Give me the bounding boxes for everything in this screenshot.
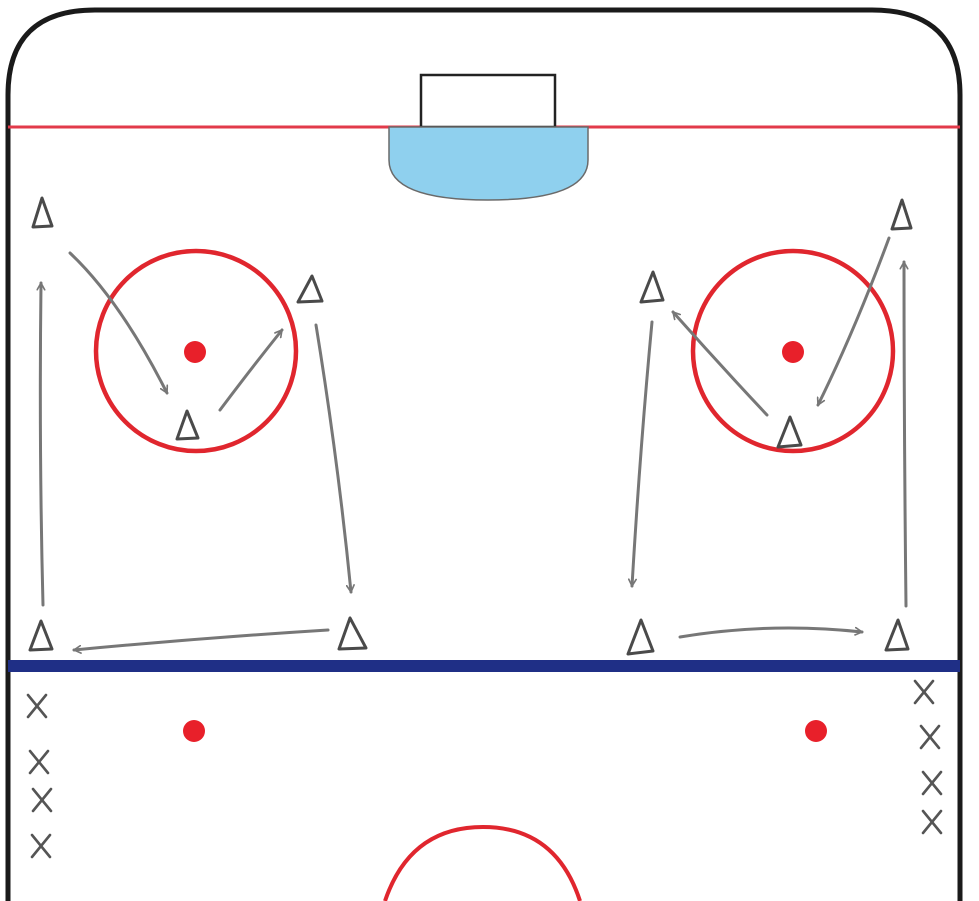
arrow-icon — [314, 323, 351, 592]
player-x-icon — [30, 833, 52, 859]
arrow-icon — [816, 236, 891, 405]
arrow-icon — [40, 283, 43, 607]
players-left — [26, 693, 53, 859]
faceoff-dot-right — [782, 341, 804, 363]
player-x-icon — [31, 787, 53, 813]
cone-icon — [626, 618, 655, 656]
goal-crease — [388, 126, 589, 201]
neutral-dot-right — [805, 720, 827, 742]
faceoff-circle-right — [690, 248, 896, 454]
cone-icon — [884, 618, 910, 652]
cone-icon — [639, 270, 665, 304]
player-x-icon — [921, 809, 943, 835]
player-x-icon — [913, 679, 935, 705]
cone-icon — [28, 619, 54, 652]
blue-line — [8, 660, 960, 672]
arrow-icon — [68, 251, 169, 393]
arrow-icon — [671, 310, 769, 417]
goal-net — [419, 73, 557, 129]
arrow-icon — [632, 320, 654, 586]
cone-icon — [890, 198, 913, 231]
center-circle — [383, 824, 582, 901]
arrow-icon — [678, 626, 862, 639]
cone-icon — [31, 196, 54, 229]
arrow-icon — [74, 628, 330, 650]
cone-icon — [337, 616, 368, 651]
player-x-icon — [919, 724, 941, 750]
players-right — [913, 679, 943, 835]
cone-icon — [296, 274, 324, 304]
neutral-dot-left — [183, 720, 205, 742]
arrow-icon — [904, 262, 906, 608]
rink-boards — [5, 7, 963, 901]
cone-icon — [776, 415, 803, 449]
cones — [28, 196, 913, 656]
faceoff-dot-left — [184, 341, 206, 363]
cone-icon — [175, 409, 200, 441]
arrow-icon — [218, 328, 284, 412]
drill-paths — [40, 236, 906, 650]
player-x-icon — [28, 749, 50, 775]
faceoff-circle-left — [93, 248, 299, 454]
player-x-icon — [26, 693, 48, 719]
player-x-icon — [921, 770, 943, 796]
